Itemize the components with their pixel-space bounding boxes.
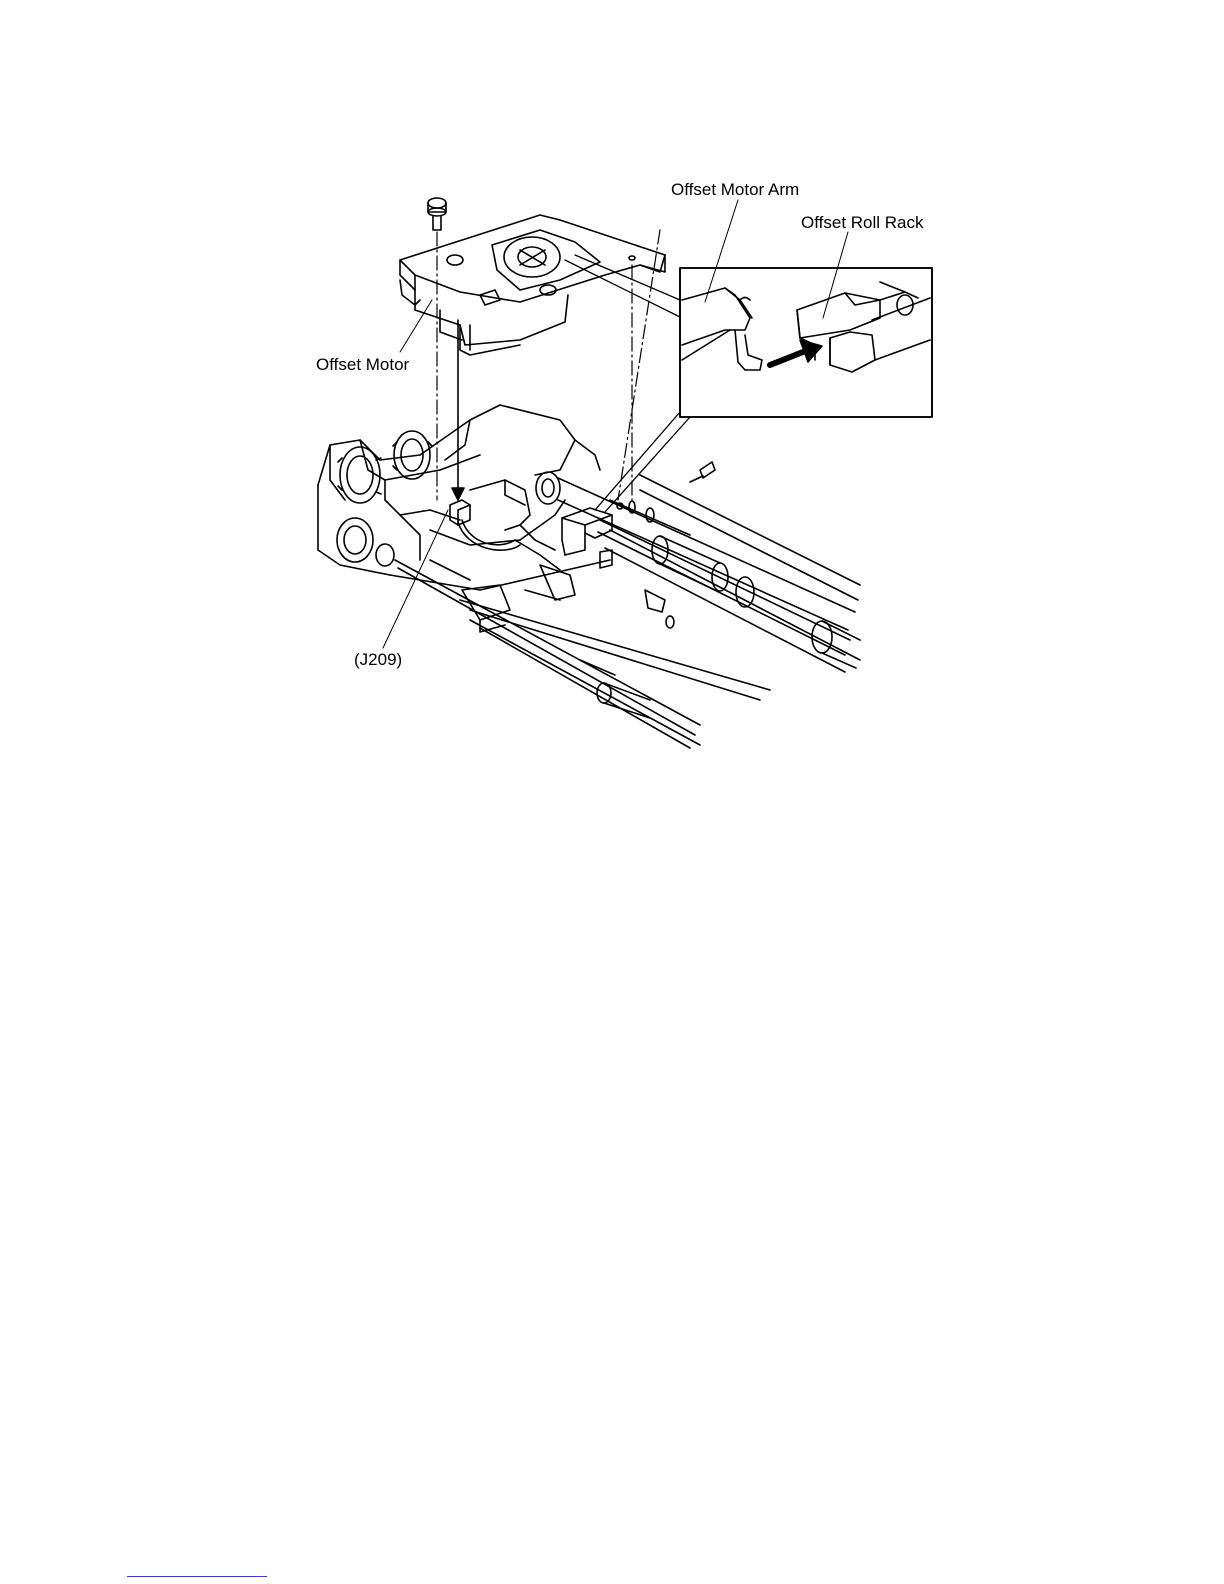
label-connector-j209: (J209) <box>354 650 402 670</box>
assembly-guide-lines <box>437 230 660 500</box>
roller-shafts <box>536 472 860 672</box>
gear-lower <box>337 518 373 562</box>
footer-link-rule[interactable] <box>127 1576 267 1577</box>
screw-right <box>690 462 715 482</box>
offset-motor-part <box>400 215 665 355</box>
detail-inset <box>680 268 932 417</box>
label-offset-motor: Offset Motor <box>316 355 409 375</box>
connector-arrow <box>452 320 464 500</box>
chassis-frame <box>318 405 770 748</box>
screw-top <box>428 198 446 230</box>
label-offset-motor-arm: Offset Motor Arm <box>671 180 799 200</box>
roller-1 <box>652 536 668 564</box>
label-offset-roll-rack: Offset Roll Rack <box>801 213 924 233</box>
inset-leader-lines <box>565 255 690 512</box>
offset-roll-rack-part <box>562 508 612 568</box>
